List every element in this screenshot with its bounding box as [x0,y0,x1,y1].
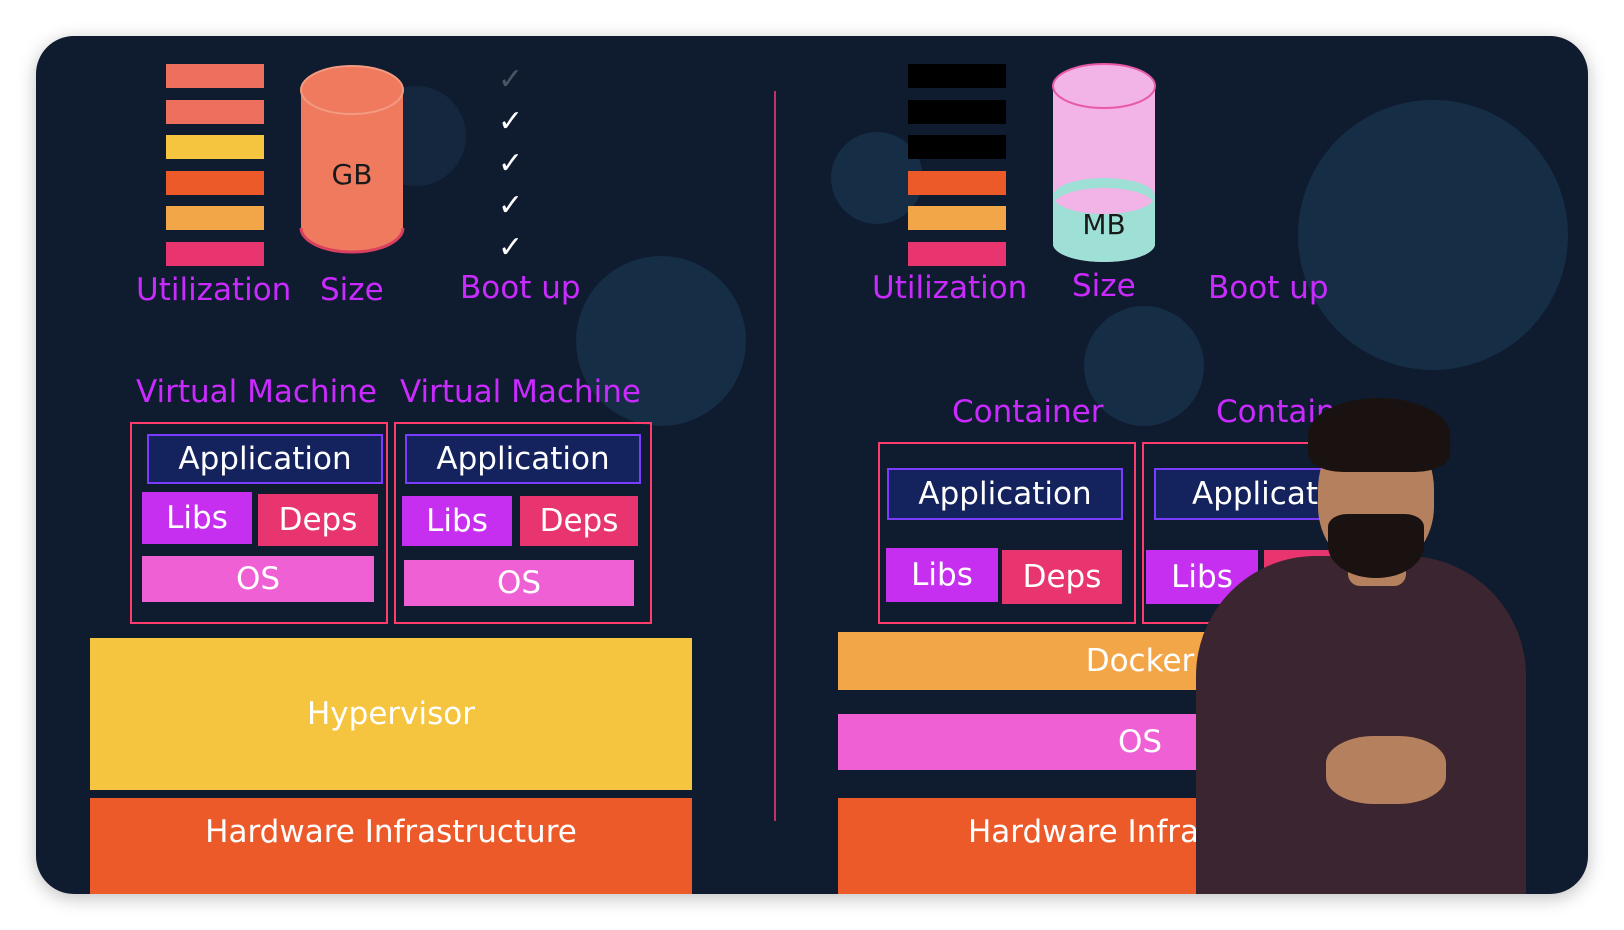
vm-size-label: Size [320,272,384,308]
application-block: Application [887,468,1123,520]
os-block: OS [404,560,634,606]
os-block: OS [142,556,374,602]
utilization-bar [908,64,1006,88]
application-block: Application [405,434,641,484]
presenter-hands [1326,736,1446,804]
container-size-value: MB [1082,207,1126,241]
vm-bootup-label: Boot up [460,270,581,306]
side-divider [774,91,776,821]
libs-block: Libs [142,492,252,544]
deps-block: Deps [1002,550,1122,604]
vm-utilization-label: Utilization [136,272,292,308]
checkmark-icon: ✓ [498,146,524,181]
background-bubble [1084,306,1204,426]
utilization-bar [908,170,1006,195]
container-size-label: Size [1072,268,1136,304]
vm-title: Virtual Machine [136,374,377,410]
vm-size-cylinder [299,65,405,254]
libs-block: Libs [1146,550,1258,604]
utilization-bar [166,241,264,266]
hypervisor-layer: Hypervisor [90,638,692,790]
checkmark-icon: ✓ [498,104,524,139]
libs-block: Libs [886,548,998,602]
virtual-machine-box [130,422,388,624]
vm-hardware-layer: Hardware Infrastructure [90,798,692,894]
presenter-torso [1196,556,1526,894]
container-title: Container [952,394,1104,430]
utilization-bar [166,64,264,88]
utilization-bar [908,135,1006,159]
presenter-beard [1328,514,1424,578]
background-bubble [831,132,923,224]
libs-block: Libs [402,496,512,546]
application-block: Application [147,434,383,484]
utilization-bar [908,99,1006,124]
checkmark-icon: ✓ [498,230,524,265]
utilization-bar [908,241,1006,266]
container-bootup-label: Boot up [1208,270,1329,306]
checkmark-icon: ✓ [498,188,524,223]
vm-size-value: GB [331,157,373,191]
deps-block: Deps [258,494,378,546]
presenter-hair [1308,398,1450,472]
slide-frame: GB ✓ ✓ ✓ ✓ ✓ Utilization Size Boot up Virtua… [36,36,1588,894]
container-size-cylinder [1052,63,1156,262]
deps-block: Deps [520,496,638,546]
background-bubble [576,256,746,426]
vm-title: Virtual Machine [400,374,641,410]
utilization-bar [166,170,264,195]
utilization-bar [908,206,1006,230]
virtual-machine-box [394,422,652,624]
checkmark-icon: ✓ [498,62,524,97]
utilization-bar [166,99,264,124]
background-bubble [1298,100,1568,370]
utilization-bar [166,135,264,159]
container-box [878,442,1136,624]
container-utilization-label: Utilization [872,270,1028,306]
utilization-bar [166,206,264,230]
